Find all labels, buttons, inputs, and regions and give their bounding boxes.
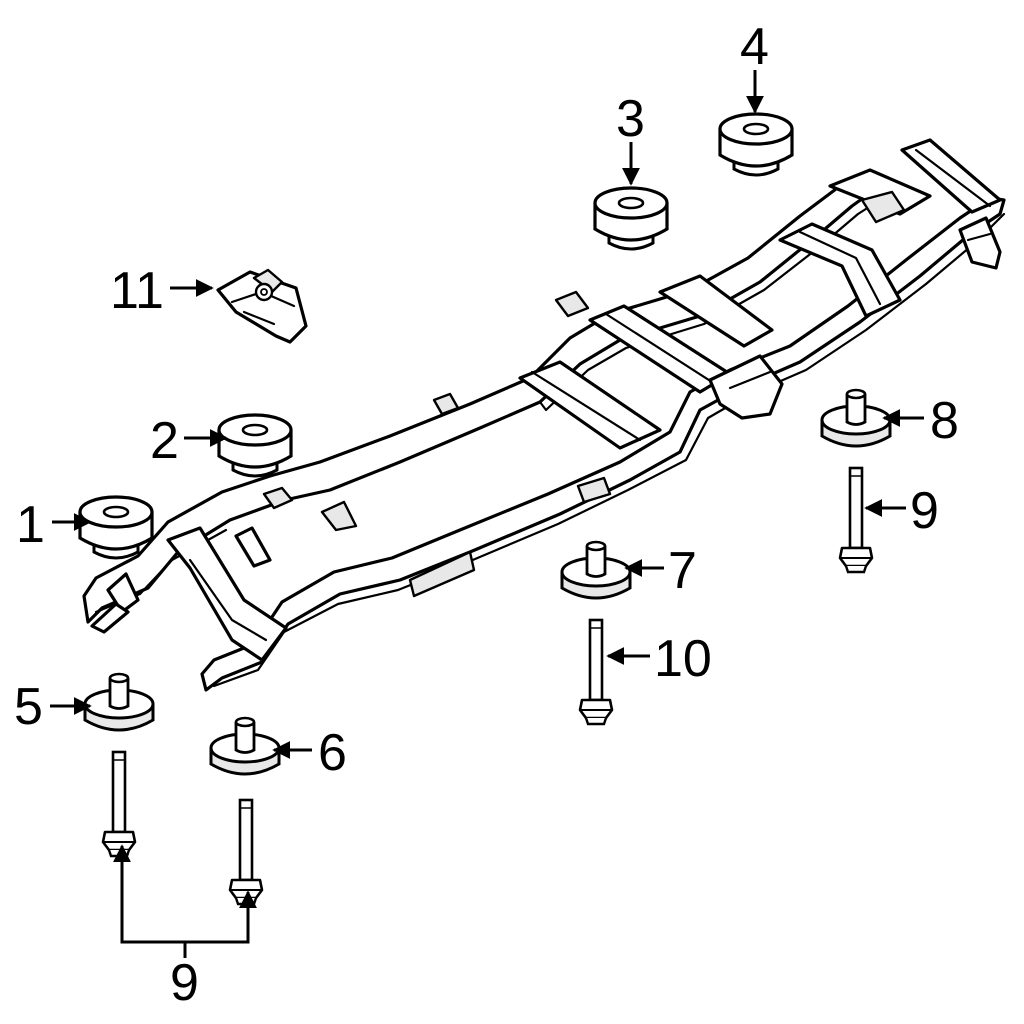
callout-1: 1 <box>16 496 45 554</box>
truck-frame <box>82 138 1006 692</box>
part-9-bolt-middle <box>228 798 264 906</box>
callout-5: 5 <box>14 678 43 736</box>
callout-11: 11 <box>110 262 164 320</box>
part-8-lower-mount <box>820 388 892 448</box>
callout-3: 3 <box>616 90 645 148</box>
part-1-body-mount <box>78 495 154 560</box>
callout-8: 8 <box>930 392 959 450</box>
part-10-bolt <box>578 618 614 726</box>
callout-2: 2 <box>150 412 179 470</box>
part-3-body-mount <box>593 186 669 251</box>
callout-6: 6 <box>318 724 347 782</box>
part-9-bolt-left <box>101 750 137 858</box>
callout-9-right: 9 <box>910 482 939 540</box>
callout-7: 7 <box>668 542 697 600</box>
part-2-body-mount <box>217 413 293 478</box>
part-6-lower-mount <box>209 716 281 776</box>
part-7-lower-mount <box>560 540 632 600</box>
callout-10: 10 <box>654 630 712 688</box>
part-5-lower-mount <box>83 672 155 732</box>
callout-9-bottom: 9 <box>170 954 199 1012</box>
callout-4: 4 <box>740 18 769 76</box>
part-11-bracket <box>216 268 308 344</box>
leader-arrows <box>50 70 924 958</box>
part-4-body-mount <box>718 112 794 177</box>
part-9-bolt-right <box>838 466 874 574</box>
